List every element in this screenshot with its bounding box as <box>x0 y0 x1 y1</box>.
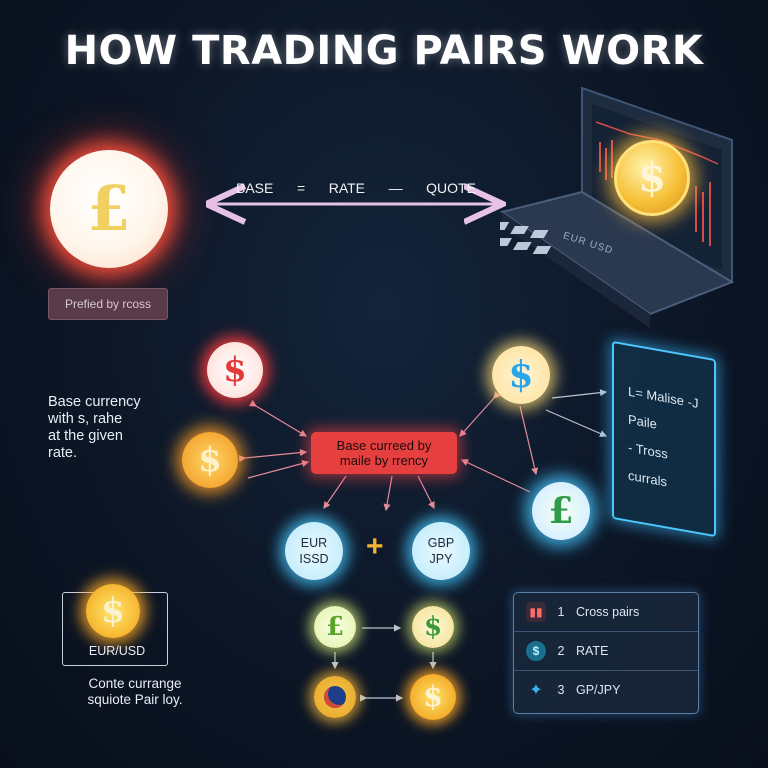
dollar-coin-icon: $ <box>207 342 263 398</box>
laptop-trading-icon <box>500 86 735 328</box>
currency-pair-bubble: EUR ISSD <box>285 522 343 580</box>
eurusd-label: EUR/USD <box>88 644 146 658</box>
prefix-label-box: Prefied by rcoss <box>48 288 168 320</box>
dollar-coin-icon: $ <box>614 140 690 216</box>
currency-pair-bubble: GBP JPY <box>412 522 470 580</box>
equation-equals: = <box>296 180 306 196</box>
pairs-list: ▮▮ 1 Cross pairs $ 2 RATE ✦ 3 GP/JPY <box>513 592 699 714</box>
dollar-coin-icon: $ <box>182 432 238 488</box>
equation-rate: RATE <box>328 180 366 196</box>
bird-icon: ✦ <box>529 682 543 699</box>
chart-icon: ▮▮ <box>526 602 546 622</box>
globe-coin-icon <box>314 676 356 718</box>
equation-dash: — <box>388 180 403 196</box>
globe-icon <box>324 686 346 708</box>
info-card: L= Malise -J Paile - Tross currals <box>612 340 716 538</box>
quote-currency-description: Conte currange squiote Pair loy. <box>87 676 183 707</box>
dollar-coin-icon: $ <box>492 346 550 404</box>
dollar-coin-icon: $ <box>86 584 140 638</box>
equation-quote: QUOTE <box>426 180 476 196</box>
trading-equation: BASE = RATE — QUOTE <box>236 180 476 196</box>
pound-coin-icon: £ <box>314 606 356 648</box>
base-currency-description: Base currency with s, rahe at the given … <box>48 394 141 461</box>
dollar-coin-icon: $ <box>410 674 456 720</box>
equation-base: BASE <box>236 180 274 196</box>
list-item[interactable]: $ 2 RATE <box>514 632 698 671</box>
pound-coin-icon: £ <box>50 150 168 268</box>
dollar-badge-icon: $ <box>526 641 546 661</box>
dollar-coin-icon: $ <box>412 606 454 648</box>
page-title: HOW TRADING PAIRS WORK <box>64 28 704 74</box>
pound-coin-icon: £ <box>532 482 590 540</box>
plus-icon: + <box>366 530 384 563</box>
center-label-box: Base curreed by maile by rrency <box>311 432 457 474</box>
list-item[interactable]: ✦ 3 GP/JPY <box>514 671 698 709</box>
list-item[interactable]: ▮▮ 1 Cross pairs <box>514 593 698 632</box>
